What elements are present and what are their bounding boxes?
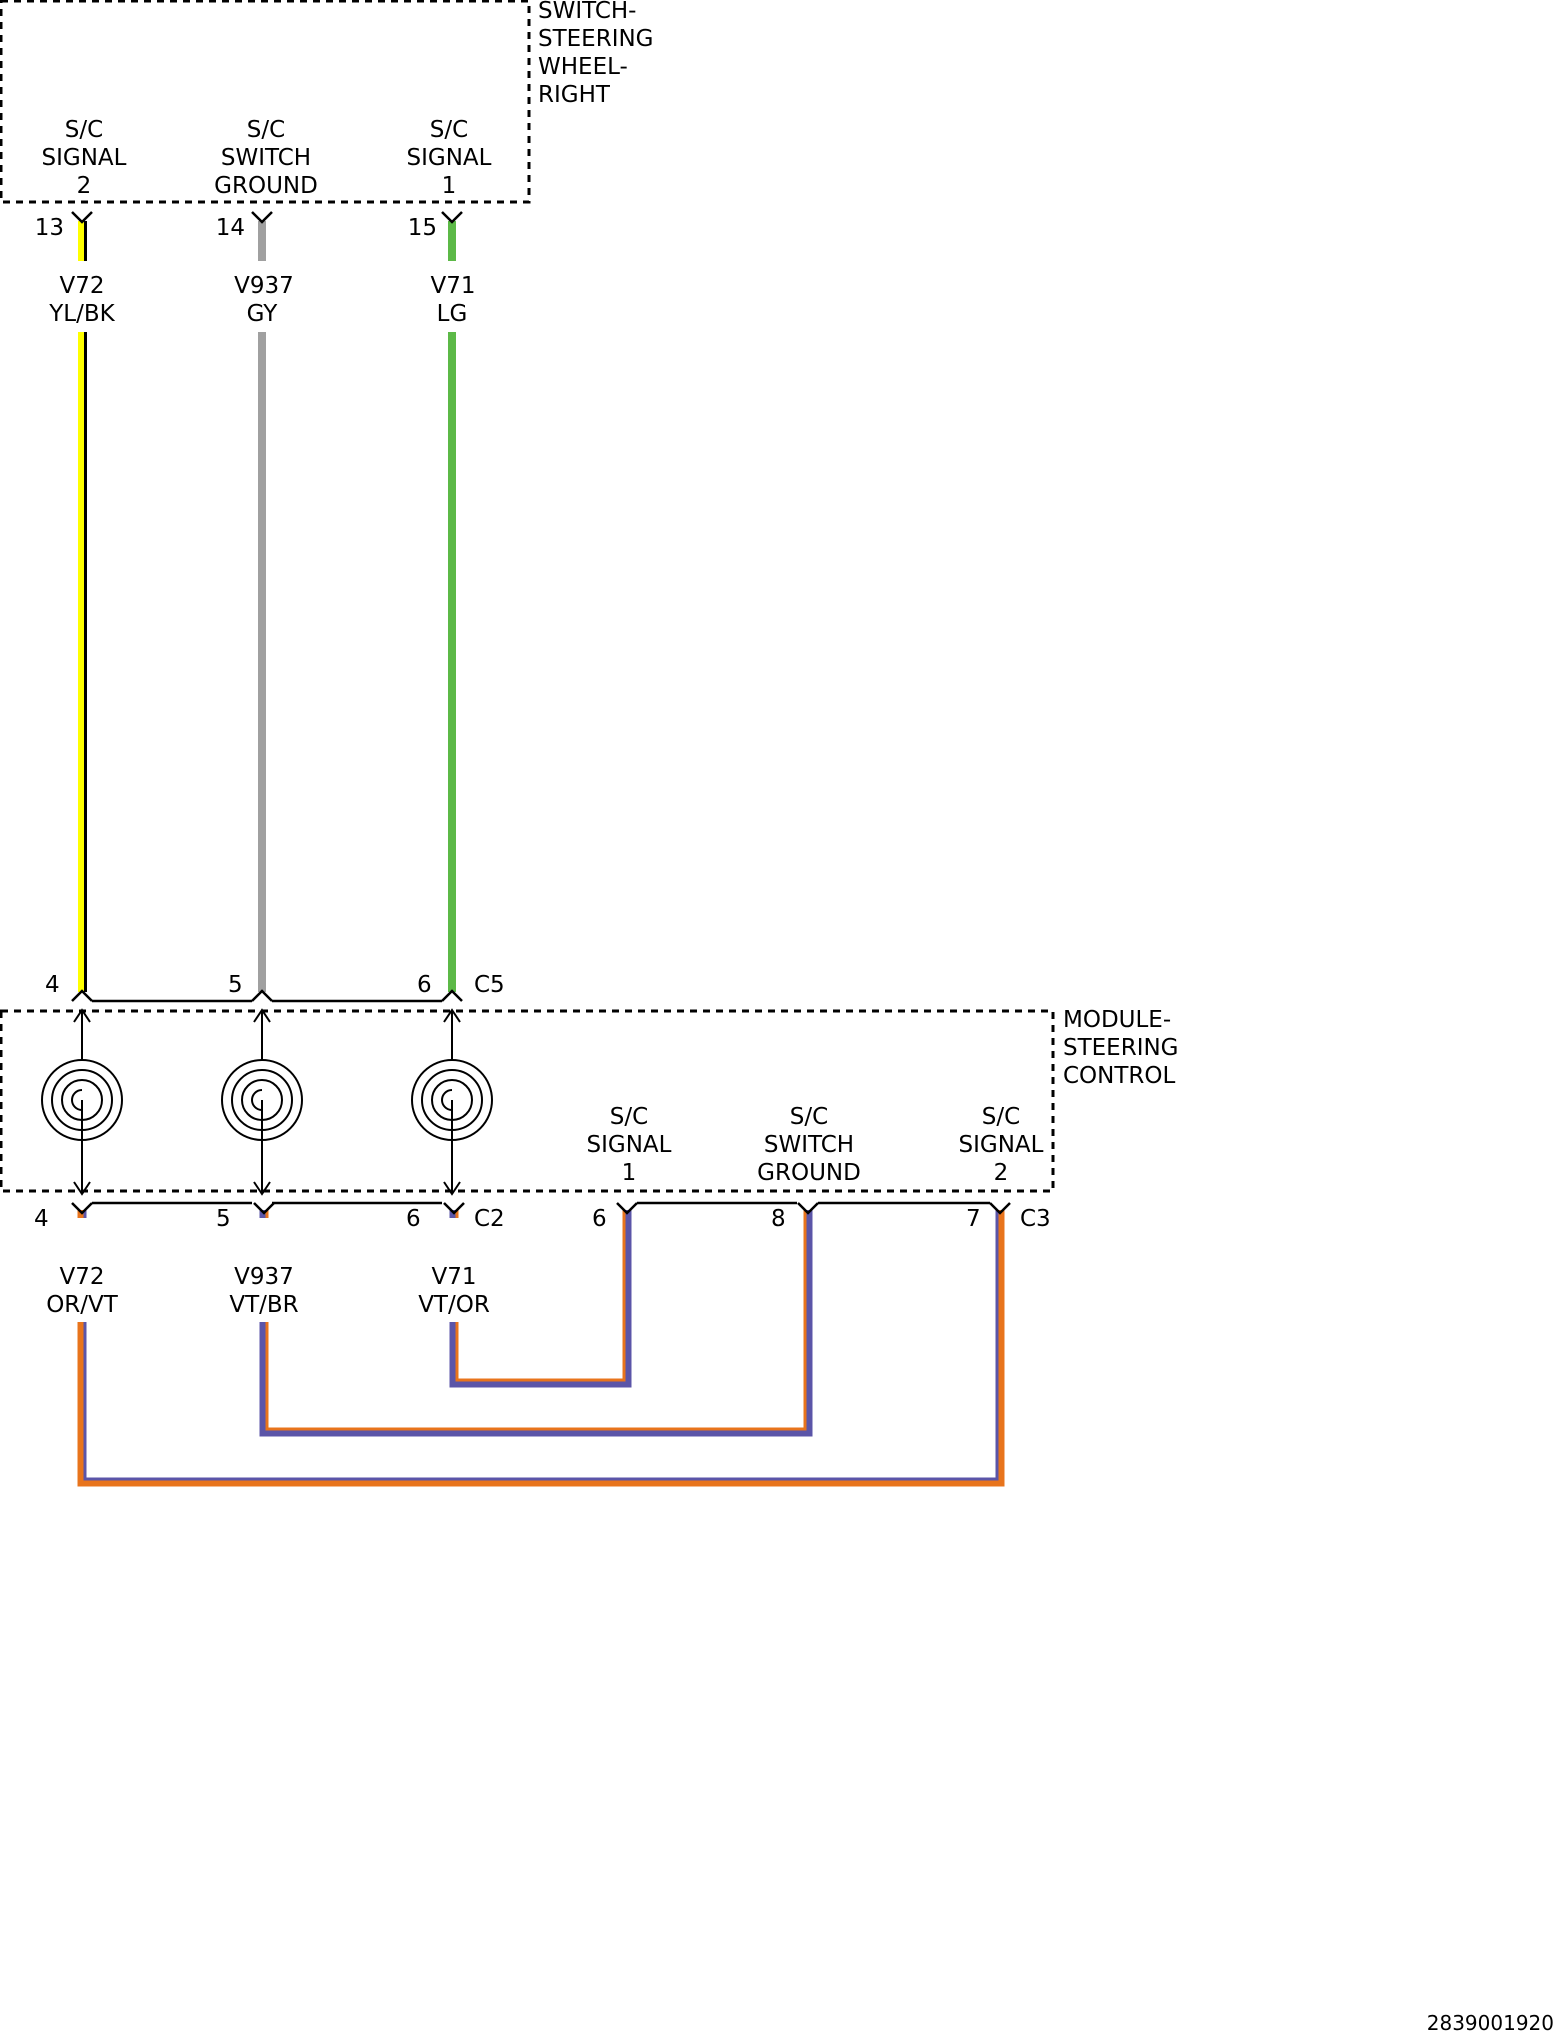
switch-pin-1-line-1: S/C <box>65 117 103 143</box>
wire-v937-upper-color-code: GY <box>247 301 279 327</box>
switch-name-line-4: RIGHT <box>538 82 611 108</box>
module-steering-control-box <box>0 1009 1055 1193</box>
switch-connector-pin-13 <box>71 211 93 224</box>
wire-v937-upper-top <box>258 221 266 261</box>
wire-v71-lower-color-code: VT/OR <box>418 1292 490 1318</box>
switch-name-line-1: SWITCH- <box>538 0 636 24</box>
switch-pin-3-line-3: 1 <box>442 173 457 199</box>
module-name-line-1: MODULE- <box>1063 1007 1171 1033</box>
c2-pin-number-6: 6 <box>406 1206 421 1232</box>
c3-pin-1-line-3: 1 <box>622 1160 637 1186</box>
wire-v71-upper-circuit: V71 <box>430 273 475 299</box>
c3-pin-2-line-1: S/C <box>790 1104 828 1130</box>
switch-pin-2-line-2: SWITCH <box>221 145 311 171</box>
clockspring-coil-2 <box>221 1008 303 1196</box>
wire-v72-upper <box>78 221 87 992</box>
c3-pin-2-line-2: SWITCH <box>764 1132 854 1158</box>
switch-pin-2-line-1: S/C <box>247 117 285 143</box>
wire-v72-upper-main-stripe <box>84 332 87 992</box>
switch-name-line-3: WHEEL- <box>538 54 628 80</box>
wire-v71-upper-color-code: LG <box>437 301 468 327</box>
wire-v71-lower-loop-stripe <box>455 1210 626 1382</box>
switch-connector-pin-15 <box>441 211 463 224</box>
c2-pin-5 <box>253 1202 275 1215</box>
switch-connector-pin-14 <box>251 211 273 224</box>
figure-id: 2839001920 <box>1427 2011 1554 2035</box>
switch-pin-number-13: 13 <box>35 215 64 241</box>
c5-pin-4 <box>71 989 93 1002</box>
c5-pin-number-4: 4 <box>45 972 60 998</box>
c2-pin-number-5: 5 <box>216 1206 231 1232</box>
switch-pin-3-line-2: SIGNAL <box>407 145 492 171</box>
c3-pin-2-line-3: GROUND <box>757 1160 861 1186</box>
switch-pin-1-line-2: SIGNAL <box>42 145 127 171</box>
wire-v71-upper-top <box>448 221 456 261</box>
wire-v72-upper-top <box>78 221 87 261</box>
c3-connector-label: C3 <box>1020 1206 1051 1232</box>
wire-v937-upper-circuit: V937 <box>234 273 294 299</box>
c3-pin-3-line-3: 2 <box>994 1160 1009 1186</box>
wire-v937-lower-color-code: VT/BR <box>229 1292 298 1318</box>
wire-v72-upper-circuit: V72 <box>59 273 104 299</box>
c3-pin-1-line-2: SIGNAL <box>587 1132 672 1158</box>
wire-v72-lower-loop-stripe <box>83 1210 999 1481</box>
wire-v71-lower-loop <box>449 1210 632 1388</box>
wire-v72-lower-loop <box>77 1210 1005 1487</box>
c5-pin-5 <box>251 989 273 1002</box>
switch-pin-number-15: 15 <box>408 215 437 241</box>
switch-name-label: SWITCH- STEERING WHEEL- RIGHT <box>538 0 654 108</box>
module-name-line-2: STEERING <box>1063 1035 1179 1061</box>
wire-v72-upper-main <box>78 332 87 992</box>
wire-v72-lower <box>77 1210 1005 1487</box>
c2-connector-label: C2 <box>474 1206 505 1232</box>
clockspring-coil-3 <box>411 1008 493 1196</box>
wire-v72-lower-color-code: OR/VT <box>46 1292 119 1318</box>
wire-v937-lower-circuit: V937 <box>234 1264 294 1290</box>
module-name-label: MODULE- STEERING CONTROL <box>1063 1007 1179 1089</box>
module-c3-pin-labels: S/C SIGNAL 1 S/C SWITCH GROUND S/C SIGNA… <box>587 1104 1044 1186</box>
switch-pin-2-line-3: GROUND <box>214 173 318 199</box>
wire-v72-upper-color-code: YL/BK <box>48 301 115 327</box>
c3-pin-7 <box>989 1202 1011 1215</box>
c5-pin-number-6: 6 <box>417 972 432 998</box>
wire-v71-upper-main <box>448 332 456 992</box>
switch-pin-1-line-3: 2 <box>77 173 92 199</box>
wire-v937-lower-loop <box>259 1210 813 1437</box>
wire-v72-upper-top-stripe <box>84 221 87 261</box>
c3-pin-1-line-1: S/C <box>610 1104 648 1130</box>
wire-v72-lower-circuit: V72 <box>59 1264 104 1290</box>
c3-pin-number-7: 7 <box>966 1206 981 1232</box>
wire-v937-lower <box>259 1210 813 1437</box>
c3-pin-number-6: 6 <box>592 1206 607 1232</box>
wire-v71-lower-circuit: V71 <box>431 1264 476 1290</box>
wire-v937-upper-main <box>258 332 266 992</box>
c2-pin-4 <box>71 1202 93 1215</box>
switch-pin-number-14: 14 <box>216 215 245 241</box>
clockspring-coil-1 <box>41 1008 123 1196</box>
module-name-line-3: CONTROL <box>1063 1063 1176 1089</box>
c3-pin-8 <box>797 1202 819 1215</box>
c3-pin-3-line-1: S/C <box>982 1104 1020 1130</box>
switch-pin-3-line-1: S/C <box>430 117 468 143</box>
wire-v937-upper <box>258 221 266 992</box>
wire-v71-upper <box>448 221 456 992</box>
lower-wire-labels: V72 OR/VT V937 VT/BR V71 VT/OR <box>46 1264 490 1318</box>
c2-pin-6 <box>443 1202 465 1215</box>
switch-steering-wheel-right-box <box>0 0 531 204</box>
c2-pin-number-4: 4 <box>34 1206 49 1232</box>
switch-name-line-2: STEERING <box>538 26 654 52</box>
c3-pin-3-line-2: SIGNAL <box>959 1132 1044 1158</box>
upper-wire-labels: V72 YL/BK V937 GY V71 LG <box>48 273 475 327</box>
wire-v937-lower-loop-stripe <box>265 1210 807 1431</box>
c5-pin-6 <box>441 989 463 1002</box>
c5-pin-number-5: 5 <box>228 972 243 998</box>
c3-pin-number-8: 8 <box>771 1206 786 1232</box>
c3-pin-6 <box>616 1202 638 1215</box>
c5-connector-label: C5 <box>474 972 505 998</box>
switch-pin-labels: S/C SIGNAL 2 S/C SWITCH GROUND S/C SIGNA… <box>42 117 492 199</box>
